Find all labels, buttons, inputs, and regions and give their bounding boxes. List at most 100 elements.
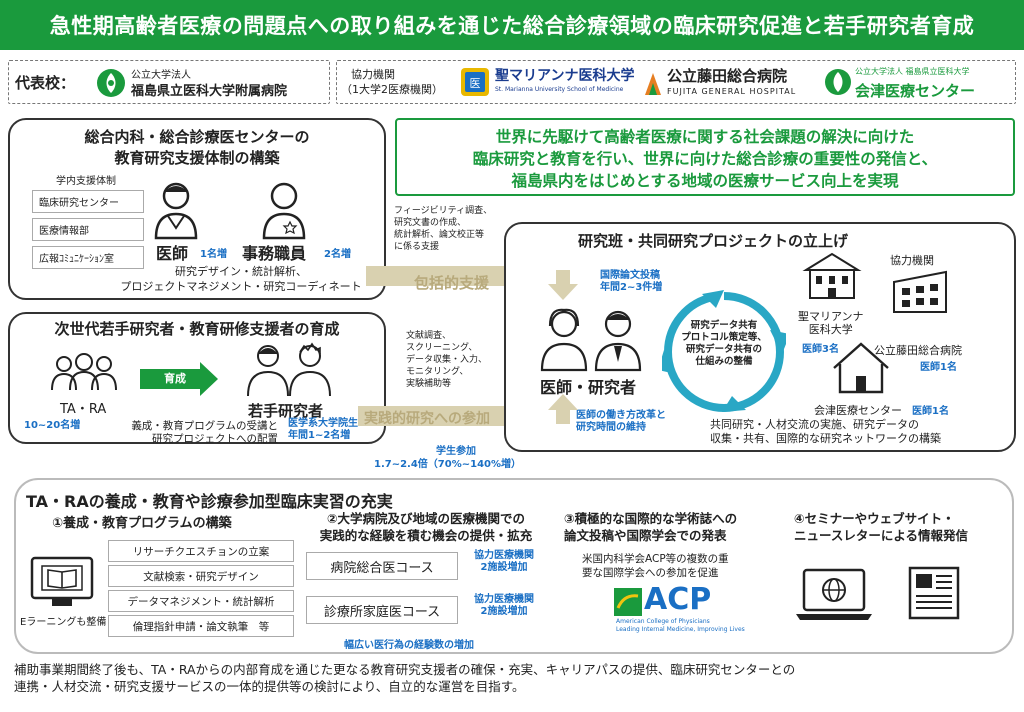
research-project-box: 研究班・共同研究プロジェクトの立上げ 国際論文投稿 年間2~3件増 医師・研究者… bbox=[504, 222, 1016, 452]
acp-logo-icon bbox=[614, 588, 642, 616]
support-note: 統計解析、論文校正等 bbox=[394, 230, 485, 240]
support-item: 広報ｺﾐｭﾆｹｰｼｮﾝ室 bbox=[32, 246, 144, 269]
practice-note: モニタリング、 bbox=[406, 367, 469, 377]
program-item: データマネジメント・統計解析 bbox=[108, 590, 294, 612]
course-note: 協力医療機関 bbox=[474, 594, 534, 605]
doctors-researchers-icon bbox=[540, 308, 642, 372]
page-title: 急性期高齢者医療の問題点への取り組みを通じた総合診療領域の臨床研究促進と若手研究… bbox=[0, 0, 1024, 50]
ta-count: 10~20名増 bbox=[24, 420, 81, 431]
support-note: に係る支援 bbox=[394, 242, 440, 252]
practice-label: 実践的研究への参加 bbox=[364, 411, 490, 427]
data-sharing-cycle bbox=[662, 290, 786, 412]
young-count-2: 年間1~2名増 bbox=[288, 430, 351, 441]
program-item: 倫理指針申請・論文執筆 等 bbox=[108, 615, 294, 637]
cycle-line: 研究データ共有 bbox=[690, 320, 758, 331]
nextgen-desc-2: 研究プロジェクトへの配置 bbox=[152, 433, 278, 445]
fujita-en: FUJITA GENERAL HOSPITAL bbox=[667, 87, 797, 96]
comprehensive-support-label: 包括的支援 bbox=[414, 274, 490, 292]
hospital-icon bbox=[893, 270, 947, 313]
fujita-name: 公立藤田総合病院 bbox=[667, 67, 788, 85]
staff-count: 2名増 bbox=[324, 249, 351, 260]
representative-institution: 代表校： 公立大学法人 福島県立医科大学附属病院 bbox=[8, 60, 330, 104]
doctor-label: 医師 bbox=[156, 244, 189, 263]
student-label: 学生参加 bbox=[436, 446, 476, 457]
center-title-2: 教育研究支援体制の構築 bbox=[114, 149, 280, 167]
practice-note: 文献調査、 bbox=[406, 331, 452, 341]
center-desc-2: プロジェクトマネジメント・研究コーディネート bbox=[120, 280, 362, 293]
support-list: 臨床研究センター 医療情報部 広報ｺﾐｭﾆｹｰｼｮﾝ室 bbox=[32, 190, 144, 269]
footer-line-2: 連携・人材交流・研究支援サービスの一体的提供等の検討により、自立的な運営を目指す… bbox=[14, 679, 525, 694]
col1-list: リサーチクエスチョンの立案 文献検索・研究デザイン データマネジメント・統計解析… bbox=[108, 540, 294, 637]
goal-line-2: 臨床研究と教育を行い、世界に向けた総合診療の重要性の発信と、 bbox=[472, 150, 938, 168]
research-title: 研究班・共同研究プロジェクトの立上げ bbox=[578, 232, 849, 250]
cycle-text: 研究データ共有 プロトコル策定等、 研究データ共有の 仕組みの整備 bbox=[674, 320, 774, 368]
goal-line-1: 世界に先駆けて高齢者医療に関する社会課題の解決に向けた bbox=[495, 128, 915, 146]
rep-name: 福島県立医科大学附属病院 bbox=[131, 84, 288, 99]
staff-label: 事務職員 bbox=[242, 244, 307, 263]
work-2: 研究時間の維持 bbox=[576, 422, 646, 433]
down-arrow-2 bbox=[548, 394, 578, 424]
program-item: リサーチクエスチョンの立案 bbox=[108, 540, 294, 562]
research-desc-2: 収集・共有、国際的な研究ネットワークの構築 bbox=[710, 432, 941, 445]
course-note: 2施設増加 bbox=[480, 606, 528, 617]
footer-text: 補助事業期間終了後も、TA・RAからの内部育成を通じた更なる教育研究支援者の確保… bbox=[14, 661, 1014, 695]
student-count: 1.7~2.4倍（70%~140%増） bbox=[374, 459, 522, 470]
develop-arrow bbox=[140, 362, 218, 396]
aizu-logo-icon bbox=[825, 69, 851, 95]
cycle-line: 研究データ共有の bbox=[685, 344, 762, 355]
aizu-sub: 公立大学法人 福島県立医科大学 bbox=[855, 67, 970, 76]
work-1: 医師の働き方改革と bbox=[576, 410, 666, 421]
staff-icon bbox=[262, 182, 306, 240]
papers-2: 年間2~3件増 bbox=[600, 282, 663, 293]
practice-note: スクリーニング、 bbox=[406, 343, 478, 353]
col3-desc-1: 米国内科学会ACP等の複数の重 bbox=[582, 553, 729, 565]
research-desc-1: 共同研究・人材交流の実施、研究データの bbox=[710, 418, 919, 431]
house-icon bbox=[833, 342, 889, 394]
center-title-1: 総合内科・総合診療医センターの bbox=[84, 128, 310, 146]
fmu-logo-icon bbox=[97, 69, 125, 97]
aizu-name: 会津医療センター bbox=[855, 82, 976, 100]
elearning-icon bbox=[30, 556, 94, 606]
elearning-label: Eラーニングも整備 bbox=[20, 617, 107, 628]
fujita-label: 公立藤田総合病院 bbox=[874, 344, 962, 357]
laptop-icon bbox=[796, 568, 872, 620]
center-support-box: 総合内科・総合診療医センターの 教育研究支援体制の構築 学内支援体制 臨床研究セ… bbox=[8, 118, 386, 300]
marianna-logo-icon: 医 bbox=[461, 68, 489, 96]
marianna-count: 医師3名 bbox=[802, 344, 839, 355]
collab-label-2: （1大学2医療機関） bbox=[341, 83, 443, 96]
nextgen-desc-1: 義成・教育プログラムの受講と bbox=[131, 420, 278, 432]
fujita-count: 医師1名 bbox=[920, 362, 957, 373]
support-note: 研究文書の作成、 bbox=[394, 218, 467, 228]
collab-label-1: 協力機関 bbox=[351, 68, 395, 81]
col3-desc-2: 要な国際学会への参加を促進 bbox=[582, 567, 719, 579]
marianna-en: St. Marianna University School of Medici… bbox=[495, 86, 624, 93]
practice-notes: 文献調査、 スクリーニング、 データ収集・入力、 モニタリング、 実験補助等 bbox=[406, 330, 487, 390]
program-item: 文献検索・研究デザイン bbox=[108, 565, 294, 587]
university-icon bbox=[802, 252, 862, 299]
footer-line-1: 補助事業期間終了後も、TA・RAからの内部育成を通じた更なる教育研究支援者の確保… bbox=[14, 662, 796, 677]
course-note: 協力医療機関 bbox=[474, 550, 534, 561]
support-item: 医療情報部 bbox=[32, 218, 144, 241]
support-label: 学内支援体制 bbox=[56, 176, 116, 187]
doctor-count: 1名増 bbox=[200, 249, 227, 260]
center-desc-1: 研究デザイン・統計解析、 bbox=[175, 265, 307, 278]
practice-note: 実験補助等 bbox=[406, 379, 452, 389]
aizu-label: 会津医療センター bbox=[814, 404, 902, 417]
aizu-count: 医師1名 bbox=[912, 406, 949, 417]
bottom-title: TA・RAの養成・教育や診療参加型臨床実習の充実 bbox=[26, 492, 393, 511]
ta-label: TA・RA bbox=[60, 402, 107, 417]
col4-title-1: ④セミナーやウェブサイト・ bbox=[794, 511, 955, 526]
acp-text: ACP bbox=[644, 582, 712, 617]
col3-title-1: ③積極的な国際的な学術誌への bbox=[564, 511, 738, 526]
nextgen-title: 次世代若手研究者・教育研修支援者の育成 bbox=[54, 320, 340, 338]
nextgen-box: 次世代若手研究者・教育研修支援者の育成 TA・RA 10~20名増 育成 若手研… bbox=[8, 312, 386, 445]
marianna-name: 聖マリアンナ医科大学 bbox=[495, 68, 635, 84]
develop-label: 育成 bbox=[164, 372, 186, 385]
acp-sub-2: Leading Internal Medicine, Improving Liv… bbox=[616, 626, 745, 633]
rep-label: 代表校： bbox=[15, 74, 76, 92]
young-count-1: 医学系大学院生 bbox=[288, 418, 358, 429]
col4-title-2: ニュースレターによる情報発信 bbox=[794, 528, 969, 543]
collab-label: 協力機関 bbox=[890, 254, 934, 267]
course-footer: 幅広い医行為の経験数の増加 bbox=[344, 640, 474, 651]
svg-text:医: 医 bbox=[470, 77, 481, 90]
